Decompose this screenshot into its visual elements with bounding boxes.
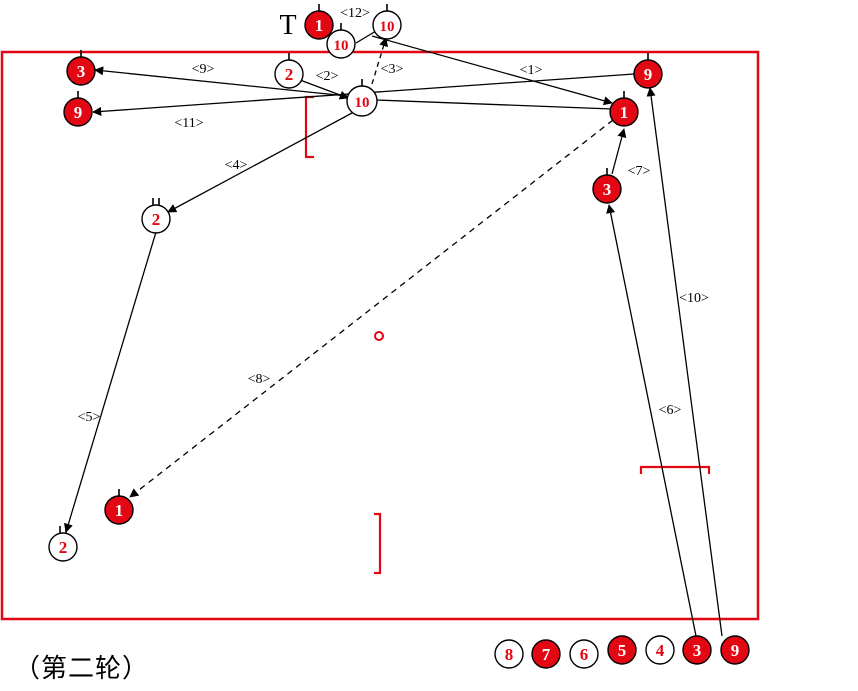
move-label-11: <11> [174, 116, 203, 131]
move-lines [63, 30, 723, 637]
player-bench-5[interactable]: 5 [607, 635, 637, 665]
player-bench-3[interactable]: 3 [682, 635, 712, 665]
move-line-5 [63, 231, 157, 533]
player-circle [274, 59, 304, 89]
player-bench-7[interactable]: 7 [531, 639, 561, 669]
player-p2-top[interactable]: 2 [274, 53, 304, 89]
player-number: 5 [618, 641, 627, 660]
player-circle [326, 29, 356, 59]
move-labels: <1> <2> <3> <4> <5> <6> <7> <8> <9> <10>… [78, 6, 709, 425]
field-border [0, 50, 760, 621]
player-circle [372, 10, 402, 40]
t-mark: T [279, 10, 296, 41]
bottom-bracket [374, 512, 382, 575]
move-label-9: <9> [192, 62, 215, 77]
move-line-1 [371, 35, 613, 106]
player-p3-right[interactable]: 3 [592, 168, 622, 204]
move-label-3: <3> [381, 62, 404, 77]
move-label-1: <1> [520, 63, 543, 78]
player-number: 2 [59, 538, 68, 557]
player-number: 8 [505, 645, 514, 664]
move-label-7: <7> [628, 164, 651, 179]
round-caption: （第二轮） [14, 654, 150, 684]
player-circle [633, 59, 663, 89]
player-circle [494, 639, 524, 669]
move-label-2: <2> [316, 69, 339, 84]
move-label-4: <4> [225, 158, 248, 173]
move-line-9 [94, 66, 348, 97]
player-number: 1 [315, 16, 324, 35]
player-p9-top-left[interactable]: 9 [63, 91, 93, 127]
player-circle [346, 85, 378, 117]
player-bench-8[interactable]: 8 [494, 639, 524, 669]
move-line-6 [606, 204, 697, 637]
player-number: 1 [115, 501, 124, 520]
player-p1-bottom-left[interactable]: 1 [104, 489, 134, 525]
player-p9-top-right[interactable]: 9 [633, 53, 663, 89]
player-circle [592, 174, 622, 204]
player-p10-center[interactable]: 10 [346, 79, 378, 117]
move-line-8 [129, 119, 614, 498]
player-number: 3 [603, 180, 612, 199]
player-number: 10 [355, 95, 370, 111]
player-bench-6[interactable]: 6 [569, 639, 599, 669]
player-bench-9[interactable]: 9 [720, 635, 750, 665]
player-circle [720, 635, 750, 665]
move-line-7 [611, 128, 627, 175]
player-circle [682, 635, 712, 665]
player-number: 1 [620, 103, 629, 122]
move-label-5: <5> [78, 410, 101, 425]
move-label-6: <6> [659, 403, 682, 418]
player-number: 6 [580, 645, 589, 664]
player-number: 10 [334, 38, 349, 54]
players: 1 10 10 2 3 9 10 9 1 3 2 1 2 8 7 6 5 4 3… [48, 4, 750, 669]
player-circle [607, 635, 637, 665]
player-p2-mid-left[interactable]: 2 [141, 198, 171, 234]
player-bench-4[interactable]: 4 [645, 635, 675, 665]
player-number: 9 [644, 65, 653, 84]
move-label-10: <10> [679, 291, 709, 306]
top-bracket [304, 95, 314, 159]
right-bracket [639, 465, 711, 474]
player-p10-top-left[interactable]: 10 [326, 23, 356, 59]
move-line-3 [371, 37, 388, 85]
player-number: 3 [77, 62, 86, 81]
player-circle [66, 56, 96, 86]
player-p1-right[interactable]: 1 [609, 91, 639, 127]
player-circle [569, 639, 599, 669]
move-line-4 [167, 112, 353, 213]
player-p3-top-left[interactable]: 3 [66, 50, 96, 86]
player-circle [304, 10, 334, 40]
move-line-12 [355, 30, 377, 44]
player-circle [63, 97, 93, 127]
player-circle [531, 639, 561, 669]
player-circle [104, 495, 134, 525]
player-circle [48, 532, 78, 562]
player-number: 7 [542, 645, 551, 664]
player-number: 9 [731, 641, 740, 660]
player-number: 3 [693, 641, 702, 660]
player-circle [645, 635, 675, 665]
player-number: 4 [656, 641, 665, 660]
player-number: 2 [285, 65, 294, 84]
player-circle [609, 97, 639, 127]
move-label-12: <12> [340, 6, 370, 21]
move-line-10 [646, 87, 723, 637]
connector-line [375, 99, 613, 110]
center-spot [374, 331, 384, 341]
player-number: 10 [380, 19, 395, 35]
player-p1-top[interactable]: 1 [304, 4, 334, 40]
player-p2-bottom-left[interactable]: 2 [48, 526, 78, 562]
move-label-8: <8> [248, 372, 271, 387]
player-number: 2 [152, 210, 161, 229]
player-number: 9 [74, 103, 83, 122]
player-p10-top-right[interactable]: 10 [372, 4, 402, 40]
player-circle [141, 204, 171, 234]
